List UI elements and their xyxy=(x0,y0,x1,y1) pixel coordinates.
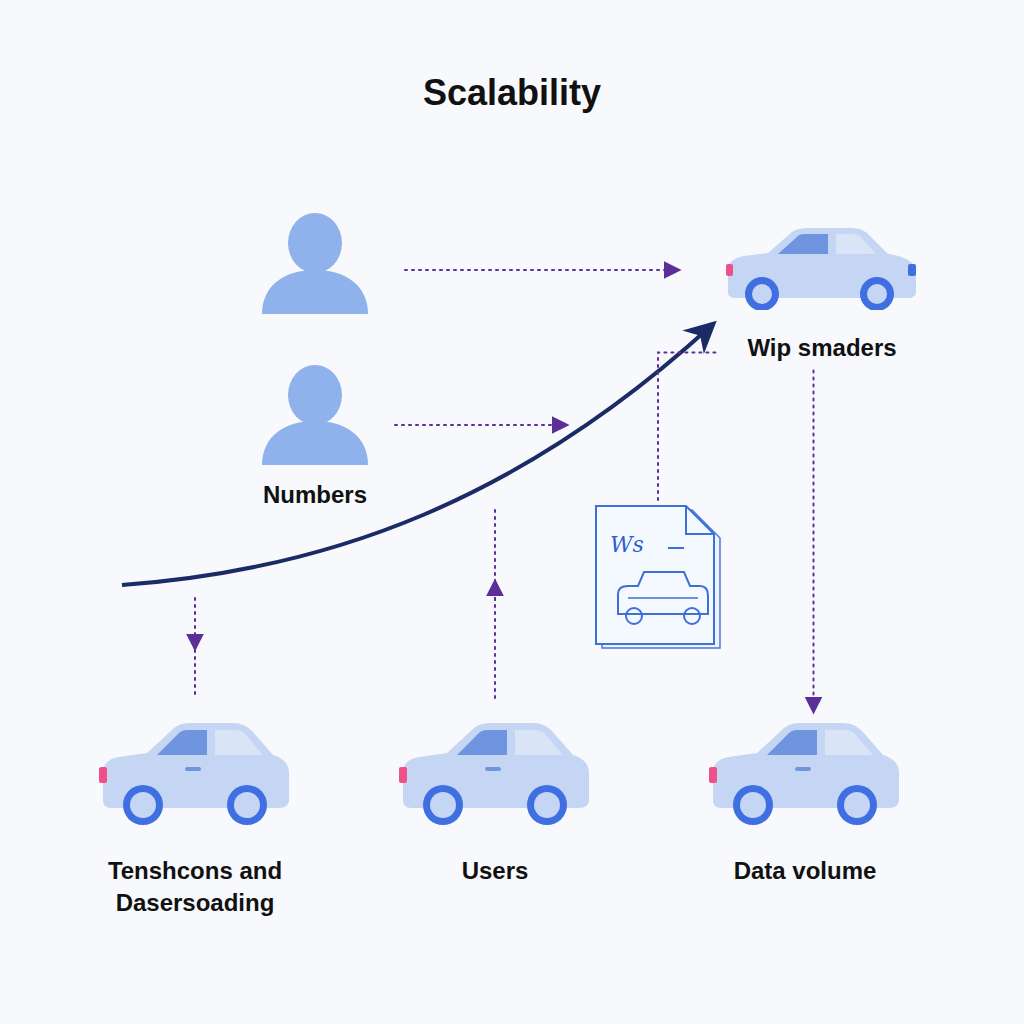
document-node: Ws xyxy=(588,502,728,652)
node-label: Wip smaders xyxy=(722,332,922,364)
car-icon xyxy=(395,715,595,825)
car-icon xyxy=(95,715,295,825)
dotted-line xyxy=(194,650,196,695)
person-node: Numbers xyxy=(255,365,375,511)
document-text: Ws xyxy=(610,532,644,557)
car-node: Wip smaders xyxy=(722,220,922,364)
dotted-arrow xyxy=(405,269,678,271)
dotted-arrow xyxy=(395,424,566,426)
car-icon xyxy=(705,715,905,825)
dotted-arrow xyxy=(194,598,196,648)
dotted-arrow xyxy=(494,582,496,600)
person-icon xyxy=(255,365,375,465)
document-icon xyxy=(588,502,728,652)
dotted-line xyxy=(494,598,496,698)
car-icon xyxy=(722,220,922,310)
dotted-connector xyxy=(658,352,720,500)
car-node: Users xyxy=(395,715,595,887)
node-label: Users xyxy=(395,855,595,887)
node-label: Data volume xyxy=(705,855,905,887)
car-node: Tenshcons and Dasersoading xyxy=(75,715,315,920)
car-node: Data volume xyxy=(705,715,905,887)
diagram-title: Scalability xyxy=(0,72,1024,114)
growth-curve xyxy=(122,325,712,585)
person-icon xyxy=(262,213,368,314)
dotted-connector xyxy=(813,370,815,711)
node-label: Tenshcons and Dasersoading xyxy=(75,855,315,920)
node-label: Numbers xyxy=(255,479,375,511)
dotted-line xyxy=(494,505,496,582)
